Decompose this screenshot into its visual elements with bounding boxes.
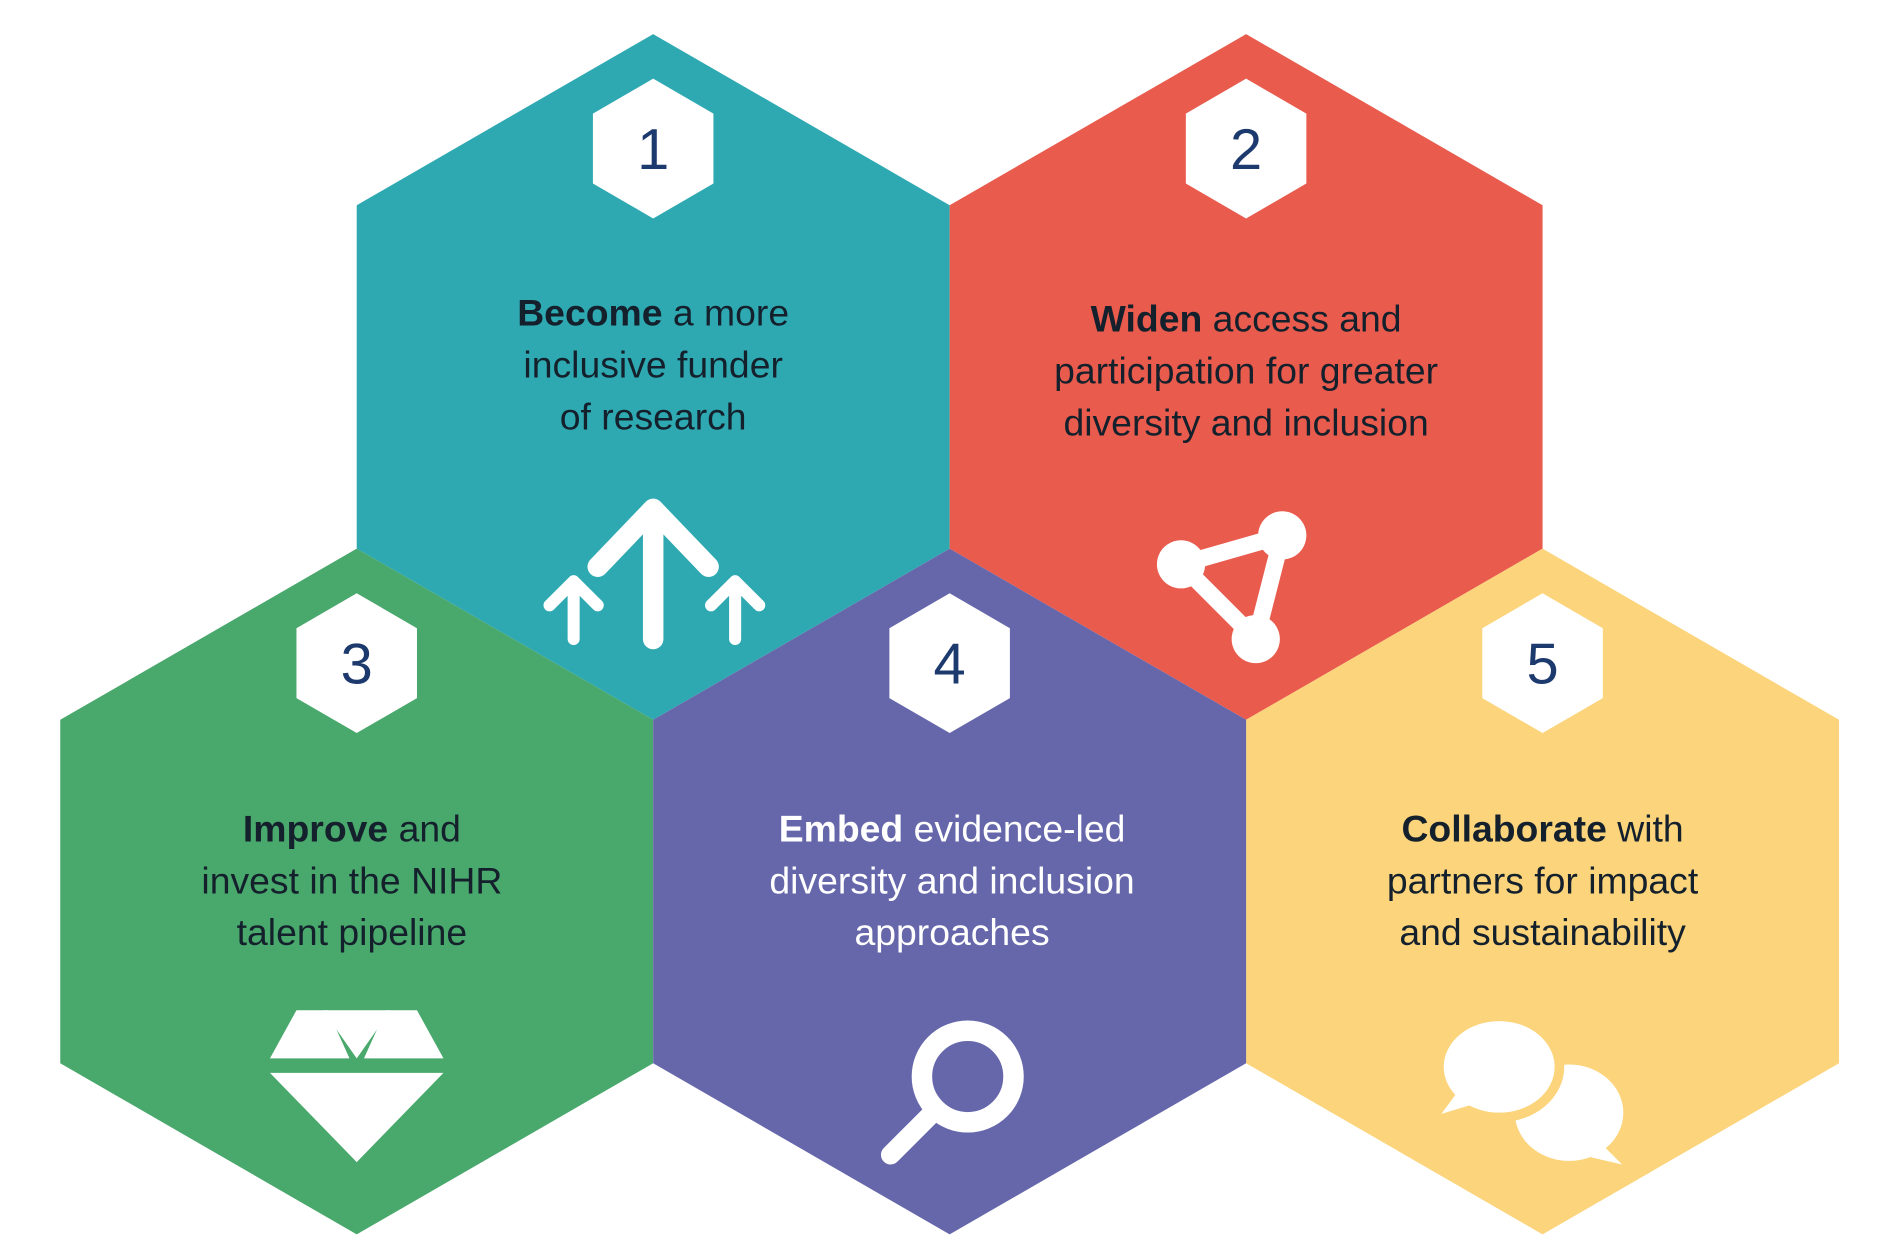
svg-text:Improve and: Improve and xyxy=(243,808,461,850)
svg-text:participation for greater: participation for greater xyxy=(1054,350,1438,392)
svg-text:talent pipeline: talent pipeline xyxy=(237,911,467,953)
svg-text:Embed evidence-led: Embed evidence-led xyxy=(779,808,1126,850)
svg-text:diversity and inclusion: diversity and inclusion xyxy=(1063,401,1428,443)
network-triangle-icon xyxy=(1156,511,1307,664)
svg-text:partners for impact: partners for impact xyxy=(1387,859,1699,901)
item-text-4: Embed evidence-led diversity and inclusi… xyxy=(769,808,1134,954)
svg-text:inclusive funder: inclusive funder xyxy=(523,344,782,386)
hexagon-1 xyxy=(356,34,950,720)
hexagon-2 xyxy=(949,34,1543,720)
svg-text:2: 2 xyxy=(1230,118,1262,182)
number-badge-4: 4 xyxy=(889,593,1010,734)
svg-text:Collaborate with: Collaborate with xyxy=(1401,808,1683,850)
svg-text:1: 1 xyxy=(637,118,669,182)
item-text-2: Widen access and participation for great… xyxy=(1054,298,1438,444)
svg-text:4: 4 xyxy=(934,633,966,697)
number-badge-3: 3 xyxy=(296,593,417,734)
hexagon-3 xyxy=(60,548,654,1235)
item-text-5: Collaborate with partners for impact and… xyxy=(1387,808,1699,954)
svg-text:Widen access and: Widen access and xyxy=(1091,298,1402,340)
number-badge-1: 1 xyxy=(592,78,714,219)
number-badge-2: 2 xyxy=(1185,78,1307,219)
svg-text:and sustainability: and sustainability xyxy=(1399,911,1686,953)
diamond-icon xyxy=(269,1010,444,1163)
item-text-1: Become a more inclusive funder of resear… xyxy=(517,292,789,438)
number-badge-5: 5 xyxy=(1482,593,1603,734)
hexagon-4 xyxy=(653,548,1247,1235)
hex-item-3 xyxy=(60,548,654,1235)
svg-text:of research: of research xyxy=(560,395,747,437)
speech-bubbles-icon xyxy=(1434,1011,1624,1165)
svg-text:diversity and inclusion: diversity and inclusion xyxy=(769,859,1134,901)
hex-item-2 xyxy=(949,34,1543,720)
hex-item-5 xyxy=(1246,548,1840,1235)
item-text-3: Improve and invest in the NIHR talent pi… xyxy=(201,808,502,954)
hex-item-4 xyxy=(653,548,1247,1235)
hexagon-5 xyxy=(1246,548,1840,1235)
hex-item-1 xyxy=(356,34,950,720)
magnifier-icon xyxy=(880,1020,1024,1165)
svg-text:5: 5 xyxy=(1526,633,1558,697)
svg-text:3: 3 xyxy=(341,633,373,697)
svg-text:invest in the NIHR: invest in the NIHR xyxy=(201,859,502,901)
arrows-up-icon xyxy=(543,498,766,650)
svg-text:Become a more: Become a more xyxy=(517,292,789,334)
svg-text:approaches: approaches xyxy=(854,911,1049,953)
